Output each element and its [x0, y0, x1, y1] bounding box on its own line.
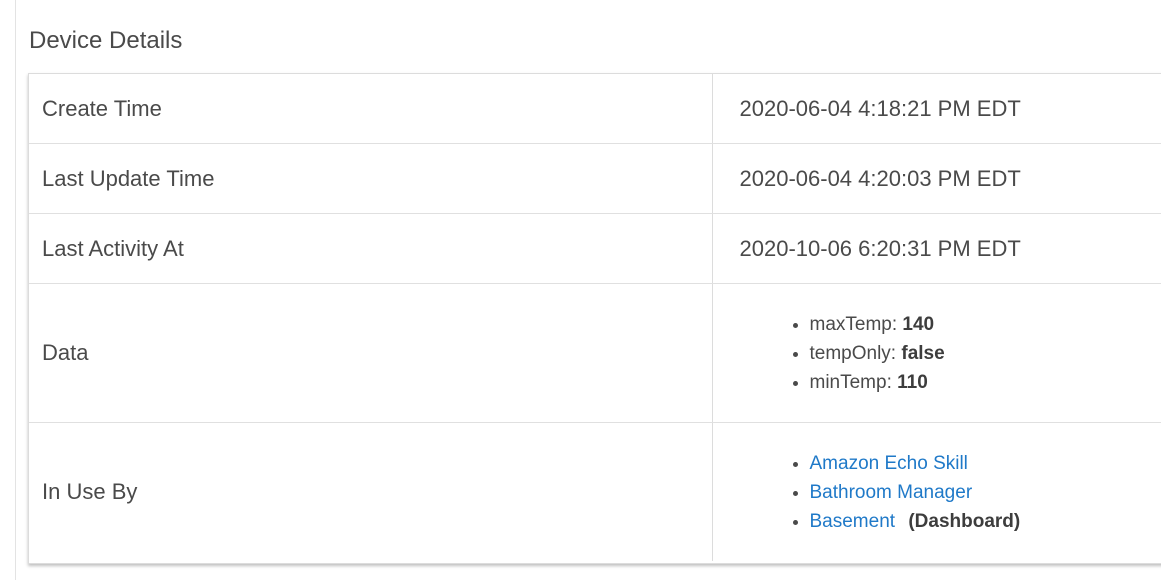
in-use-by-list: Amazon Echo Skill Bathroom Manager Basem…: [740, 449, 1161, 536]
app-link-bathroom-manager[interactable]: Bathroom Manager: [809, 481, 973, 503]
create-time-label: Create Time: [29, 74, 713, 144]
data-value: false: [901, 342, 945, 364]
last-update-time-value: 2020-06-04 4:20:03 PM EDT: [712, 143, 1161, 214]
section-title: Device Details: [29, 27, 183, 54]
data-value-cell: maxTemp: 140 tempOnly: false minTemp: 11…: [712, 283, 1161, 423]
list-item: maxTemp: 140: [792, 310, 1161, 339]
data-key: minTemp:: [809, 371, 892, 393]
list-item: minTemp: 110: [792, 368, 1161, 397]
last-activity-at-label: Last Activity At: [29, 213, 713, 284]
table-row-data: Data maxTemp: 140 tempOnly: false: [29, 283, 1161, 423]
device-details-card: Create Time 2020-06-04 4:18:21 PM EDT La…: [28, 73, 1161, 564]
data-value: 140: [902, 313, 935, 335]
in-use-by-label: In Use By: [29, 422, 713, 561]
left-divider: [15, 0, 16, 580]
list-item: Amazon Echo Skill: [792, 449, 1161, 478]
list-item: Bathroom Manager: [792, 478, 1161, 507]
data-key: tempOnly:: [809, 342, 897, 364]
app-link-amazon-echo-skill[interactable]: Amazon Echo Skill: [809, 452, 968, 474]
create-time-value: 2020-06-04 4:18:21 PM EDT: [712, 74, 1161, 144]
app-type-label: (Dashboard): [908, 510, 1021, 532]
data-value: 110: [897, 371, 928, 393]
data-label: Data: [29, 283, 713, 423]
last-update-time-label: Last Update Time: [29, 143, 713, 214]
last-activity-at-value: 2020-10-06 6:20:31 PM EDT: [712, 213, 1161, 284]
in-use-by-cell: Amazon Echo Skill Bathroom Manager Basem…: [712, 423, 1161, 562]
list-item: Basement (Dashboard): [792, 507, 1161, 536]
device-details-table: Create Time 2020-06-04 4:18:21 PM EDT La…: [29, 74, 1161, 561]
table-row-in-use-by: In Use By Amazon Echo Skill Bathroom Man…: [29, 422, 1161, 562]
table-row-create-time: Create Time 2020-06-04 4:18:21 PM EDT: [29, 74, 1161, 144]
app-link-basement[interactable]: Basement: [809, 510, 896, 532]
table-row-last-update-time: Last Update Time 2020-06-04 4:20:03 PM E…: [29, 143, 1161, 214]
table-row-last-activity-at: Last Activity At 2020-10-06 6:20:31 PM E…: [29, 213, 1161, 284]
list-item: tempOnly: false: [792, 339, 1161, 368]
data-attribute-list: maxTemp: 140 tempOnly: false minTemp: 11…: [740, 310, 1161, 397]
data-key: maxTemp:: [809, 313, 898, 335]
